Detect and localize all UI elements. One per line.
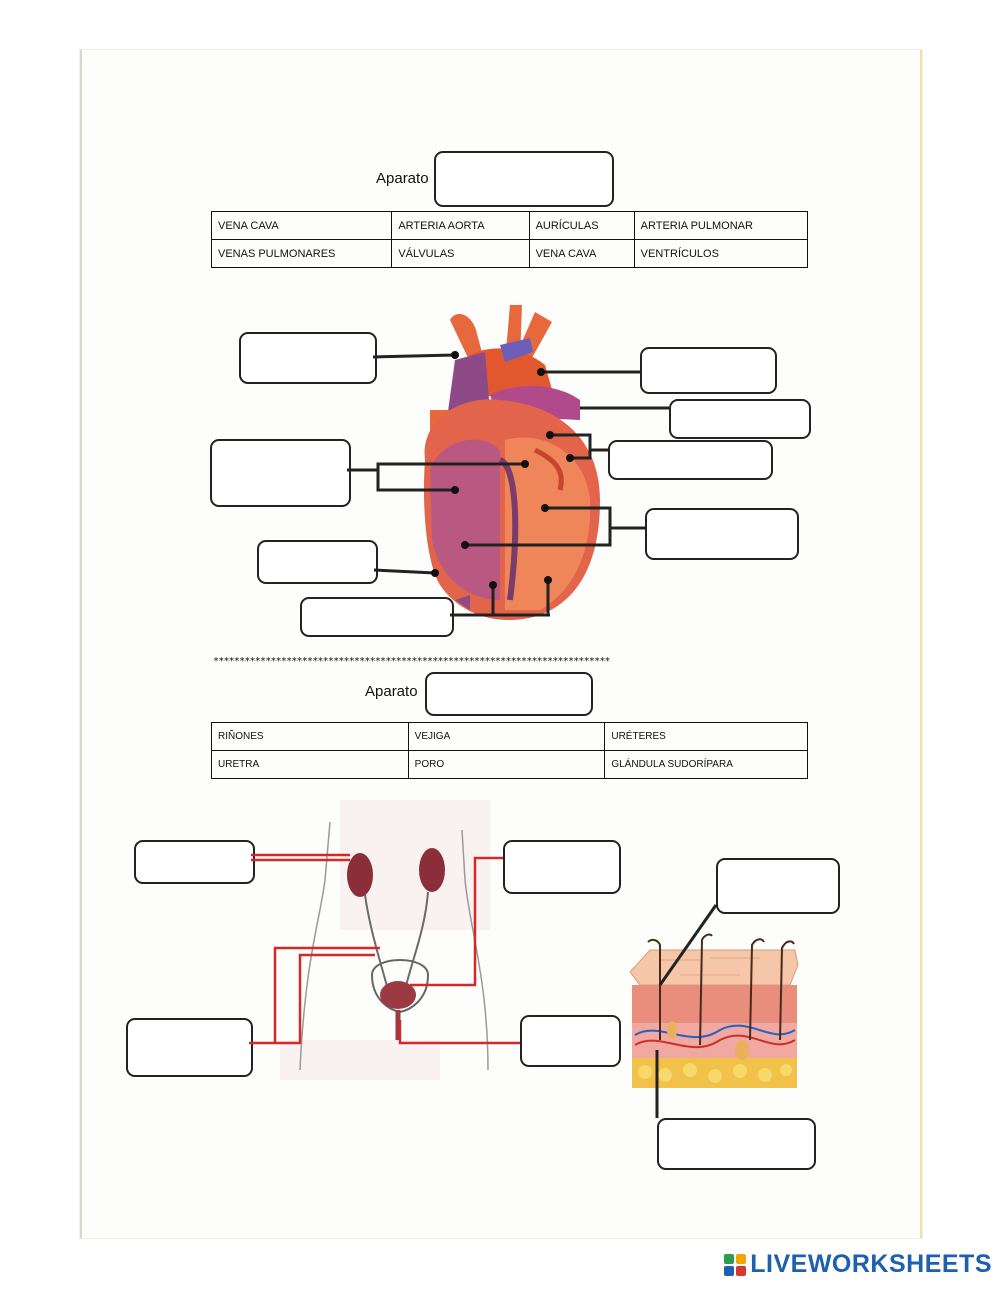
ureters [364, 891, 429, 991]
urinary-label-box-3[interactable] [503, 840, 621, 894]
liveworksheets-watermark: LIVEWORKSHEETS [724, 1250, 992, 1279]
bladder [370, 959, 430, 1040]
heart-label-box-8[interactable] [645, 508, 799, 560]
heart-label-box-3[interactable] [257, 540, 378, 584]
heart-system-answer-box[interactable] [434, 151, 614, 207]
heart-word-bank: VENA CAVA ARTERIA AORTA AURÍCULAS ARTERI… [210, 211, 809, 268]
heart-section-title: Aparato [376, 170, 429, 187]
table-row: VENAS PULMONARES VÁLVULAS VENA CAVA VENT… [210, 239, 809, 268]
excretory-section-title: Aparato [365, 683, 418, 700]
urinary-label-box-2[interactable] [126, 1018, 253, 1077]
word-cell: VEJIGA [407, 722, 606, 751]
skin-block [629, 933, 799, 1088]
word-cell: ARTERIA PULMONAR [633, 211, 809, 240]
skin-label-box-2[interactable] [657, 1118, 816, 1170]
excretory-system-answer-box[interactable] [425, 672, 593, 716]
table-row: VENA CAVA ARTERIA AORTA AURÍCULAS ARTERI… [210, 211, 809, 240]
skin-label-box-1[interactable] [716, 858, 840, 914]
heart-label-box-4[interactable] [300, 597, 454, 637]
word-cell: VÁLVULAS [391, 239, 530, 268]
table-row: URETRA PORO GLÁNDULA SUDORÍPARA [211, 750, 808, 779]
word-cell: PORO [407, 750, 606, 779]
heart-label-box-2[interactable] [210, 439, 351, 507]
heart-label-box-7[interactable] [608, 440, 773, 480]
urinary-label-box-1[interactable] [134, 840, 255, 884]
table-row: RIÑONES VEJIGA URÉTERES [211, 722, 808, 751]
word-cell: VENAS PULMONARES [210, 239, 393, 268]
heart-leader-lines [347, 353, 669, 617]
word-cell: VENA CAVA [528, 239, 635, 268]
kidneys [347, 848, 445, 897]
word-cell: AURÍCULAS [528, 211, 635, 240]
urinary-label-box-4[interactable] [520, 1015, 621, 1067]
heart-label-box-6[interactable] [669, 399, 811, 439]
skin-leader-lines [655, 904, 718, 1118]
liveworksheets-logo-icon [724, 1253, 747, 1276]
body-outline [299, 821, 489, 1071]
word-cell: VENA CAVA [210, 211, 393, 240]
heart-leader-dots [431, 351, 574, 589]
urinary-leader-lines [249, 853, 520, 1045]
section-separator: ****************************************… [213, 656, 611, 667]
heart-label-box-5[interactable] [640, 347, 777, 394]
word-cell: URETRA [211, 750, 409, 779]
word-cell: RIÑONES [211, 722, 409, 751]
word-cell: GLÁNDULA SUDORÍPARA [604, 750, 808, 779]
watermark-text: LIVEWORKSHEETS [750, 1250, 992, 1278]
excretory-word-bank: RIÑONES VEJIGA URÉTERES URETRA PORO GLÁN… [211, 722, 808, 779]
heart-illustration [423, 305, 600, 621]
word-cell: VENTRÍCULOS [633, 239, 809, 268]
